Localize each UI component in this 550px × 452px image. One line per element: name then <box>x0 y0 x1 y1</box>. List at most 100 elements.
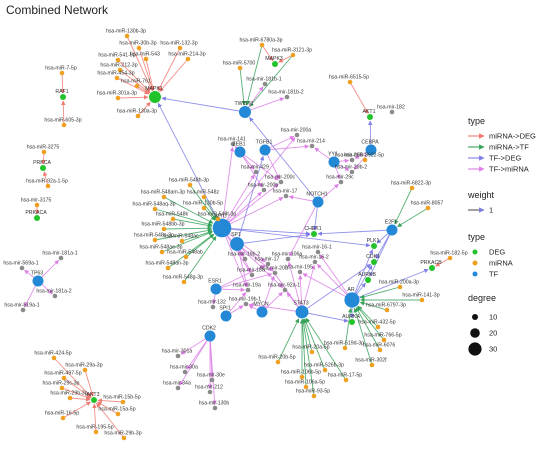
node-label-m41: hsa-miR-432-5p <box>358 320 395 326</box>
node-label-m42: hsa-miR-766-5p <box>364 333 401 339</box>
node-SPI1 <box>220 310 232 322</box>
node-m34 <box>181 279 187 285</box>
node-MAPK1 <box>149 91 161 103</box>
node-g30 <box>210 304 216 310</box>
node-m21 <box>362 157 368 163</box>
node-label-m1: hsa-miR-130b-3p <box>106 29 146 35</box>
node-label-m40: hsa-miR-6797-3p <box>366 303 406 309</box>
node-m35 <box>409 185 415 191</box>
node-RAF1 <box>60 94 66 100</box>
node-m49 <box>343 377 349 383</box>
node-label-m50: hsa-miR-106b-5p <box>281 370 321 376</box>
edge-CDK2-g36 <box>209 335 217 406</box>
node-m3 <box>143 56 149 62</box>
figure-title: Combined Network <box>6 3 109 17</box>
edge-NOTCH1-TWIST1 <box>249 117 319 203</box>
node-label-CDK1: CDK1 <box>366 254 380 260</box>
node-m11 <box>135 113 141 119</box>
node-label-g17: hsa-mir-200b <box>248 183 279 189</box>
node-label-g22: hsa-mir-20a <box>260 266 288 272</box>
node-g14 <box>187 182 193 188</box>
edge-MYC-g18 <box>221 197 284 229</box>
node-g17 <box>261 187 267 193</box>
node-label-AKT3: AKT3 <box>87 392 100 398</box>
edge-m34-MYC <box>183 236 217 283</box>
node-label-m30: hsa-miR-548ac <box>163 234 199 240</box>
edge-CDK2-g34 <box>179 335 211 386</box>
node-m48 <box>322 367 328 373</box>
node-g22 <box>272 270 278 276</box>
node-g18 <box>283 193 289 199</box>
edge-m62-AKT3 <box>96 402 125 439</box>
node-m47 <box>275 359 281 365</box>
node-TP63 <box>32 275 44 287</box>
node-label-m33: hsa-miR-548an-3p <box>146 261 189 267</box>
node-m55 <box>61 375 67 381</box>
node-E2F1 <box>386 224 398 236</box>
node-m42 <box>381 337 387 343</box>
node-label-m36: hsa-miR-8057 <box>411 201 444 207</box>
node-label-m60: hsa-miR-16-5p <box>45 411 79 417</box>
node-g13 <box>338 179 344 185</box>
node-label-m4: hsa-miR-132-3p <box>160 41 197 47</box>
node-label-g10: hsa-mir-141 <box>218 137 246 143</box>
legend-weight-title: weight <box>467 190 495 200</box>
node-label-m25: hsa-miR-548aq-3p <box>133 202 176 208</box>
node-PRKCA <box>40 165 46 171</box>
node-g21 <box>265 261 271 267</box>
edge-m22-MYC <box>163 196 214 224</box>
node-label-g4: hsa-mir-181a-1 <box>42 251 77 257</box>
node-label-g27: hsa-mir-16-1 <box>302 245 332 251</box>
edge-g14-MYC <box>189 184 217 221</box>
node-m54 <box>82 367 88 373</box>
node-m7 <box>117 67 123 73</box>
legend-edge-label-2: TF->DEG <box>489 154 521 163</box>
edge-ESR1-g21 <box>215 265 266 290</box>
node-CDK1 <box>371 259 377 265</box>
node-label-m12: hsa-miR-6780a-3p <box>240 38 283 44</box>
node-MYC <box>212 218 232 238</box>
node-label-m7: hsa-miR-212-3p <box>100 63 137 69</box>
edge-CDK2-g31 <box>180 335 211 355</box>
node-g24 <box>245 287 251 293</box>
legend: typemiRNA->DEGmiRNA->TFTF->DEGTF->miRNAw… <box>467 116 536 356</box>
edge-STAT3-AURKA <box>301 311 349 323</box>
edge-m25-MYC <box>154 208 213 227</box>
node-g26 <box>297 269 303 275</box>
node-label-m6: hsa-miR-541-5p <box>98 53 135 59</box>
node-g9 <box>309 143 315 149</box>
node-m27 <box>215 216 221 222</box>
node-label-g13: hsa-mir-29c <box>326 175 354 181</box>
node-label-ESR1: ESR1 <box>208 278 222 284</box>
edge-m52-STAT3 <box>301 318 315 397</box>
node-m22 <box>161 194 167 200</box>
node-label-g7: hsa-mir-519a-1 <box>4 303 39 309</box>
node-label-m54: hsa-miR-29a-3p <box>65 363 102 369</box>
node-m17 <box>61 122 67 128</box>
node-label-m21: hsa-miR-3922-5p <box>344 153 384 159</box>
node-label-AR: AR <box>347 287 354 293</box>
node-label-m39: hsa-miR-141-3p <box>402 293 439 299</box>
edge-MYC-g24 <box>221 227 248 288</box>
legend-weight-label-0: 1 <box>489 206 493 215</box>
node-label-m53: hsa-miR-424-5p <box>34 351 71 357</box>
edge-TGFB1-g9 <box>264 144 310 151</box>
node-layer: MAPK1hsa-miR-130b-3phsa-miR-30b-3phsa-mi… <box>3 29 468 441</box>
node-MYCN <box>256 306 268 318</box>
node-label-m34: hsa-miR-548g-3p <box>163 275 203 281</box>
node-label-m20: hsa-mir-3175 <box>21 198 52 204</box>
node-label-CDK2: CDK2 <box>202 325 216 331</box>
node-g33 <box>209 377 215 383</box>
node-m14 <box>237 65 243 71</box>
node-label-NOTCH1: NOTCH1 <box>306 191 327 197</box>
node-label-m11: hsa-miR-130a-3p <box>117 109 157 115</box>
node-label-TGFB1: TGFB1 <box>256 139 273 145</box>
node-label-m23: hsa-miR-548z <box>187 190 220 196</box>
node-label-m9: hsa-miR-761 <box>121 79 151 85</box>
node-label-MYCN: MYCN <box>253 301 269 307</box>
edge-MYC-g15 <box>221 174 255 229</box>
edge-m10-MAPK1 <box>117 95 149 100</box>
edge-m13-TWIST1 <box>249 54 294 107</box>
node-label-m47: hsa-miR-20b-5p <box>258 355 295 361</box>
edge-m43-AR <box>355 307 381 351</box>
